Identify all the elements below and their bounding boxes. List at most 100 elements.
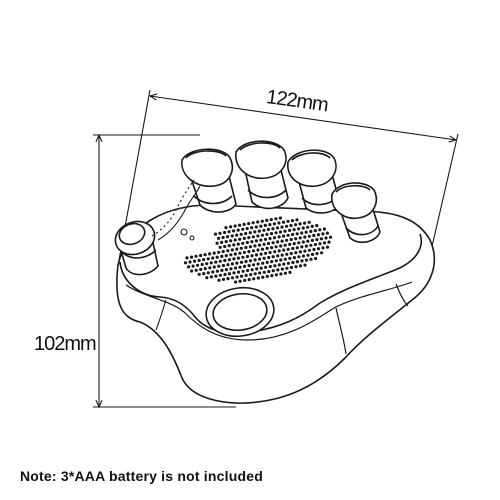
grip-dot <box>229 253 233 257</box>
grip-dot <box>202 272 206 276</box>
grip-dot <box>292 256 296 260</box>
grip-dot <box>265 232 269 236</box>
grip-dot <box>200 262 204 267</box>
grip-dot <box>199 267 203 271</box>
grip-dot <box>273 264 277 268</box>
grip-dot <box>253 244 257 248</box>
grip-dot <box>193 259 197 263</box>
grip-dot <box>256 220 260 224</box>
grip-dot <box>250 240 254 244</box>
grip-dot <box>251 249 256 253</box>
grip-dot <box>300 259 304 263</box>
grip-dot <box>268 223 272 227</box>
grip-dot <box>300 245 304 249</box>
grip-dot <box>261 261 265 265</box>
grip-dot <box>274 245 278 249</box>
grip-dot <box>324 236 328 240</box>
grip-dot <box>260 219 264 223</box>
grip-dot <box>244 231 248 236</box>
grip-dot <box>263 223 267 227</box>
grip-dot <box>229 239 233 243</box>
grip-dot <box>203 267 207 271</box>
grip-dot <box>215 255 219 259</box>
grip-dot <box>218 245 222 249</box>
grip-dot <box>254 239 258 243</box>
grip-dot <box>292 242 296 246</box>
grip-dot <box>241 269 245 273</box>
grip-dot <box>259 238 263 242</box>
grip-dot <box>261 275 265 279</box>
grip-dot <box>304 244 308 248</box>
grip-dot <box>241 227 245 231</box>
grip-dot <box>298 236 302 240</box>
grip-dot <box>257 229 261 233</box>
grip-dot <box>227 230 231 234</box>
grip-dot <box>262 256 266 260</box>
grip-dot <box>265 260 269 264</box>
grip-dot <box>238 237 242 241</box>
grip-dot <box>328 235 333 239</box>
grip-dot <box>230 262 234 266</box>
grip-dot <box>310 238 314 242</box>
grip-dot <box>226 263 230 267</box>
grip-dot <box>183 261 188 265</box>
grip-dot <box>244 273 248 277</box>
grip-dot <box>241 241 245 245</box>
grip-dot <box>318 228 322 232</box>
grip-dot <box>295 232 299 236</box>
grip-dots-pattern <box>183 216 333 284</box>
grip-dot <box>230 234 234 238</box>
grip-dot <box>244 259 248 264</box>
grip-dot <box>240 274 244 278</box>
grip-dot <box>235 247 239 251</box>
grip-dot <box>307 248 311 252</box>
grip-dot <box>268 250 272 255</box>
grip-dot <box>303 263 307 267</box>
grip-dot <box>264 265 268 269</box>
grip-dot <box>313 242 317 247</box>
grip-dot <box>322 241 327 245</box>
grip-dot <box>250 254 254 258</box>
grip-dot <box>194 254 198 258</box>
grip-dot <box>238 223 242 227</box>
grip-dot <box>267 269 271 274</box>
grip-dot <box>249 273 253 277</box>
grip-dot <box>315 238 319 242</box>
grip-dot <box>235 275 239 279</box>
grip-dot <box>307 234 311 238</box>
grip-dot <box>315 224 319 228</box>
grip-dot <box>227 258 231 262</box>
grip-dot <box>223 272 227 277</box>
grip-dot <box>236 270 241 274</box>
ring-finger-button <box>287 149 341 214</box>
grip-dot <box>282 248 286 252</box>
grip-dot <box>278 216 282 220</box>
grip-dot <box>226 277 230 281</box>
grip-dot <box>316 233 320 237</box>
grip-dot <box>258 271 262 275</box>
grip-dot <box>280 225 284 229</box>
grip-dot <box>298 250 302 254</box>
grip-dot <box>230 248 234 252</box>
grip-dot <box>229 225 233 229</box>
grip-dot <box>301 240 305 244</box>
cord <box>151 179 201 241</box>
grip-dot <box>325 231 329 235</box>
grip-dot <box>295 260 299 264</box>
grip-dot <box>288 242 292 246</box>
grip-dot <box>245 240 249 245</box>
grip-dot <box>203 253 207 257</box>
grip-dot <box>284 224 289 228</box>
grip-dot <box>260 247 265 251</box>
grip-dot <box>227 244 231 248</box>
grip-dot <box>252 263 256 267</box>
grip-dot <box>223 258 227 263</box>
grip-dot <box>279 244 283 248</box>
grip-dot <box>304 258 309 262</box>
grip-dot <box>205 276 209 280</box>
grip-dot <box>286 233 290 237</box>
grip-dot <box>274 259 278 263</box>
grip-dot <box>251 221 255 225</box>
grip-dot <box>322 227 326 231</box>
grip-dot <box>190 269 194 273</box>
